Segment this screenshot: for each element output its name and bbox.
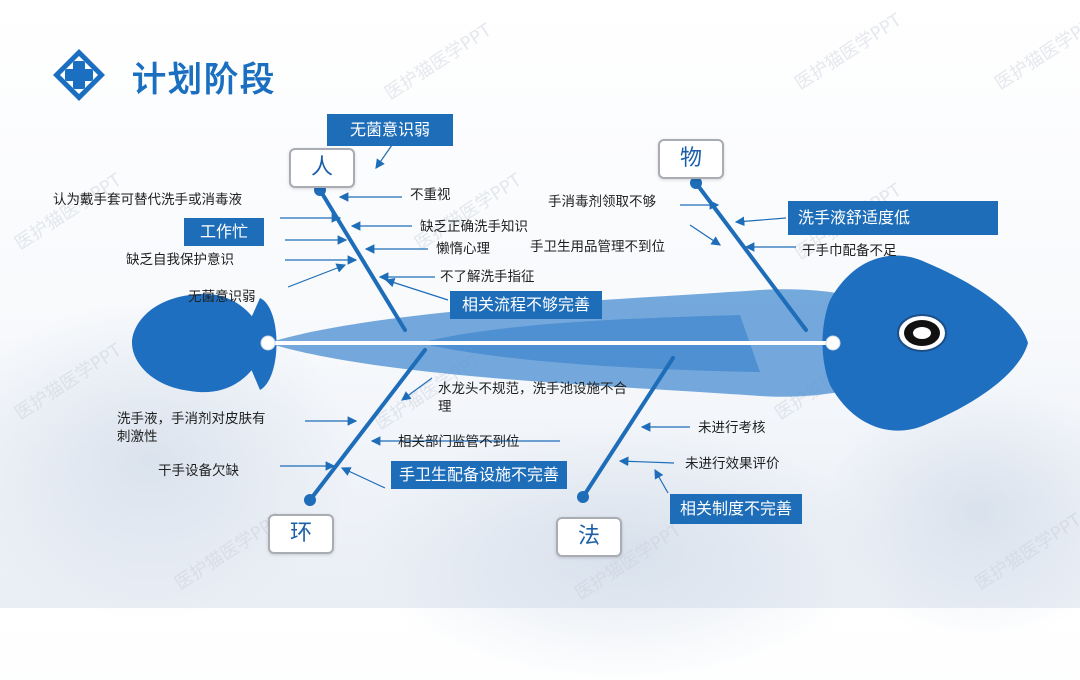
label-insufficient-towels: 干手巾配备不足: [802, 242, 897, 260]
label-lack-hand-dryers: 干手设备欠缺: [158, 462, 239, 480]
label-lack-self-protection: 缺乏自我保护意识: [126, 251, 234, 269]
label-no-effect-evaluation: 未进行效果评价: [685, 455, 780, 473]
label-lack-handwashing-knowledge: 缺乏正确洗手知识: [420, 218, 528, 236]
label-laziness: 懒惰心理: [436, 240, 490, 258]
tag-process-incomplete: 相关流程不够完善: [450, 291, 602, 319]
tag-hand-lotion-comfort: 洗手液舒适度低: [788, 201, 998, 235]
category-environment: 环: [268, 514, 334, 554]
tag-no-sterile-awareness: 无菌意识弱: [327, 114, 453, 146]
label-not-valued: 不重视: [410, 186, 451, 204]
category-material: 物: [658, 139, 724, 179]
label-poor-supervision: 相关部门监管不到位: [398, 433, 520, 451]
label-no-assessment: 未进行考核: [698, 419, 766, 437]
label-gloves-replace-handwashing: 认为戴手套可替代洗手或消毒液: [53, 191, 242, 209]
label-insufficient-disinfectant: 手消毒剂领取不够: [548, 193, 656, 211]
label-faucet-sink-issues: 水龙头不规范，洗手池设施不合理: [438, 380, 638, 416]
label-skin-irritation: 洗手液，手消剂对皮肤有刺激性: [117, 410, 267, 446]
label-unaware-indications: 不了解洗手指征: [440, 268, 535, 286]
category-people: 人: [289, 148, 355, 188]
fish-eye: [898, 315, 946, 351]
tag-system-incomplete: 相关制度不完善: [670, 494, 802, 524]
tag-facility-incomplete: 手卫生配备设施不完善: [391, 461, 567, 489]
category-method: 法: [556, 517, 622, 557]
label-poor-supply-management: 手卫生用品管理不到位: [530, 238, 665, 256]
label-weak-sterile-awareness: 无菌意识弱: [188, 288, 256, 306]
tag-busy-work: 工作忙: [184, 218, 264, 246]
